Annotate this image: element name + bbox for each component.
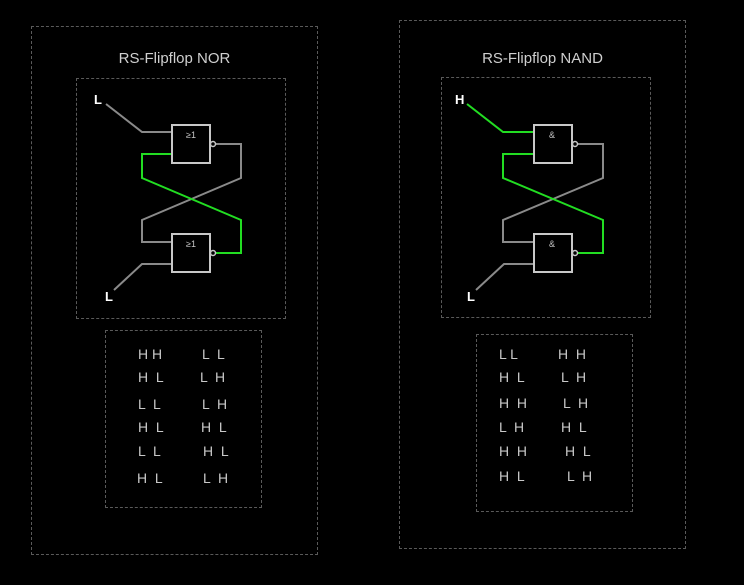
nor-gate-top: [171, 124, 211, 164]
nand-row-3-outputs: L H: [563, 395, 589, 411]
nor-row-1-outputs: L L: [202, 346, 225, 362]
nand-wire-input-bottom: [475, 263, 534, 291]
nor-row-2-outputs: L H: [200, 369, 226, 385]
nor-row-5-inputs: L L: [138, 443, 161, 459]
nand-row-5-outputs: H L: [565, 443, 591, 459]
nand-row-2-inputs: H L: [499, 369, 525, 385]
nor-gate-bottom-symbol: ≥1: [186, 239, 196, 249]
nand-row-5-inputs: H H: [499, 443, 527, 459]
nand-panel: RS-Flipflop NAND: [399, 20, 686, 549]
nand-row-6-inputs: H L: [499, 468, 525, 484]
nand-row-3-inputs: H H: [499, 395, 527, 411]
nor-row-5-outputs: H L: [203, 443, 229, 459]
nor-gate-bottom: [171, 233, 211, 273]
nor-row-3-inputs: L L: [138, 396, 161, 412]
nor-row-6-outputs: L H: [203, 470, 229, 486]
nand-row-4-inputs: L H: [499, 419, 525, 435]
nand-title: RS-Flipflop NAND: [482, 50, 603, 67]
nor-title: RS-Flipflop NOR: [118, 50, 231, 67]
nand-gate-bottom: [533, 233, 573, 273]
nand-gate-bottom-symbol: &: [549, 239, 555, 249]
nor-input-bottom-label: L: [105, 289, 113, 304]
nand-input-bottom-label: L: [467, 289, 475, 304]
nand-gate-top-symbol: &: [549, 130, 555, 140]
nor-truth-table: H H L L H L L H L L L H H L H L L L H L …: [105, 330, 262, 508]
nand-input-top-label: H: [455, 92, 464, 107]
nor-wire-input-bottom: [113, 263, 172, 291]
nand-wire-input-top: [466, 103, 534, 133]
nor-input-top-label: L: [94, 92, 102, 107]
nor-gate-bottom-inverter: [209, 249, 217, 257]
nor-row-6-inputs: H L: [137, 470, 163, 486]
nand-gate-bottom-inverter: [571, 249, 579, 257]
nand-wire-feedback-bottom: [502, 153, 604, 254]
nor-wire-input-top: [105, 103, 172, 133]
nand-circuit-frame: [441, 77, 651, 318]
nor-gate-top-symbol: ≥1: [186, 130, 196, 140]
nand-gate-top: [533, 124, 573, 164]
nor-circuit-frame: [76, 78, 286, 319]
nor-wire-feedback-bottom: [141, 153, 242, 254]
nor-row-4-outputs: H L: [201, 419, 227, 435]
nor-gate-top-inverter: [209, 140, 217, 148]
nand-row-1-outputs: H H: [558, 346, 586, 362]
nor-row-3-outputs: L H: [202, 396, 228, 412]
nand-truth-table: L L H H H L L H H H L H L H H L H H H L …: [476, 334, 633, 512]
nor-row-2-inputs: H L: [138, 369, 164, 385]
nand-row-1-inputs: L L: [499, 346, 518, 362]
nand-gate-top-inverter: [571, 140, 579, 148]
nor-row-1-inputs: H H: [138, 346, 163, 362]
nand-row-4-outputs: H L: [561, 419, 587, 435]
nand-row-2-outputs: L H: [561, 369, 587, 385]
nand-row-6-outputs: L H: [567, 468, 593, 484]
nor-panel: RS-Flipflop NOR: [31, 26, 318, 555]
nor-row-4-inputs: H L: [138, 419, 164, 435]
